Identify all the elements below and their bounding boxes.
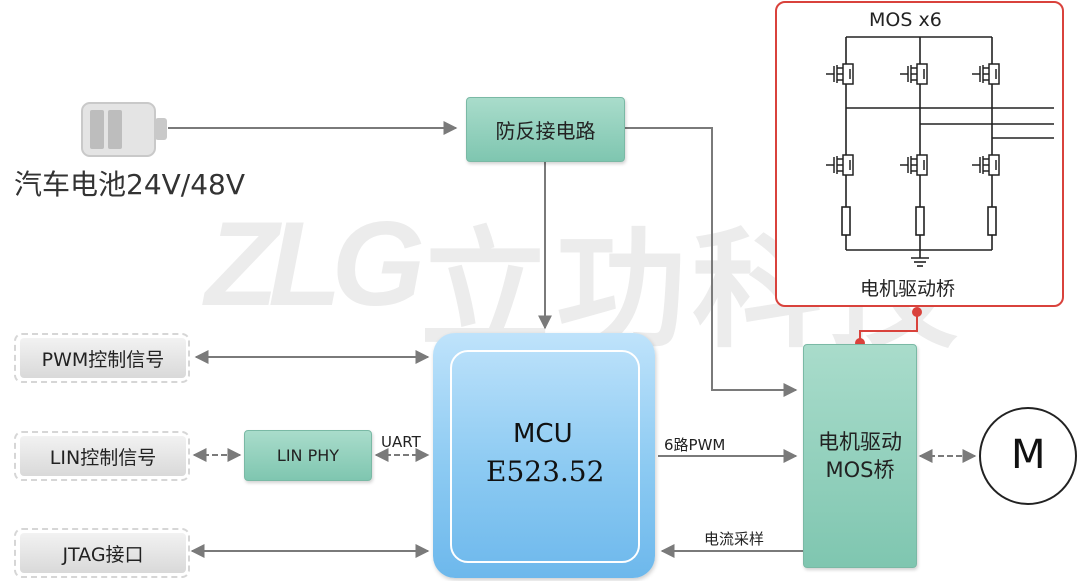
mcu-model: E523.52 [486, 455, 605, 488]
lin-input-block: LIN控制信号 [20, 436, 186, 476]
jtag-input-outline [14, 528, 190, 578]
jtag-input-label: JTAG接口 [62, 543, 144, 566]
protection-to-driver-arrow [625, 127, 798, 397]
mosfet-symbols [826, 63, 1000, 176]
lin-phy-label: LIN PHY [276, 446, 340, 465]
motor-driver-line2: MOS桥 [825, 458, 895, 482]
mcu-block [433, 333, 655, 578]
jtag-input-block: JTAG接口 [20, 533, 186, 573]
motor-circle [979, 407, 1077, 505]
bridge-caption: 电机驱动桥 [860, 278, 956, 300]
lin-input-outline [14, 431, 190, 481]
pwm-input-block: PWM控制信号 [20, 338, 186, 378]
pwm6-label: 6路PWM [664, 436, 726, 454]
current-sample-label: 电流采样 [704, 530, 765, 548]
bridge-connector [859, 312, 918, 343]
pwm-input-outline [14, 333, 190, 383]
watermark-logo: ZLG [205, 197, 425, 331]
lin-phy-block: LIN PHY [244, 430, 372, 481]
lin-input-label: LIN控制信号 [49, 446, 157, 469]
reverse-protection-label: 防反接电路 [495, 119, 596, 143]
mcu-title: MCU [513, 419, 573, 449]
motor-driver-block: 电机驱动 MOS桥 [803, 344, 917, 568]
battery-icon [81, 102, 167, 157]
mcu-inner-frame [450, 350, 640, 563]
bridge-title: MOS x6 [869, 9, 942, 31]
mosfet-schematic [845, 36, 1054, 267]
shunt-resistors [841, 206, 997, 236]
uart-label: UART [381, 433, 421, 451]
motor-driver-line1: 电机驱动 [818, 429, 902, 454]
motor-label: M [1011, 432, 1046, 478]
pwm-input-label: PWM控制信号 [41, 348, 165, 371]
reverse-protection-block: 防反接电路 [466, 97, 625, 162]
battery-label: 汽车电池24V/48V [14, 168, 246, 201]
